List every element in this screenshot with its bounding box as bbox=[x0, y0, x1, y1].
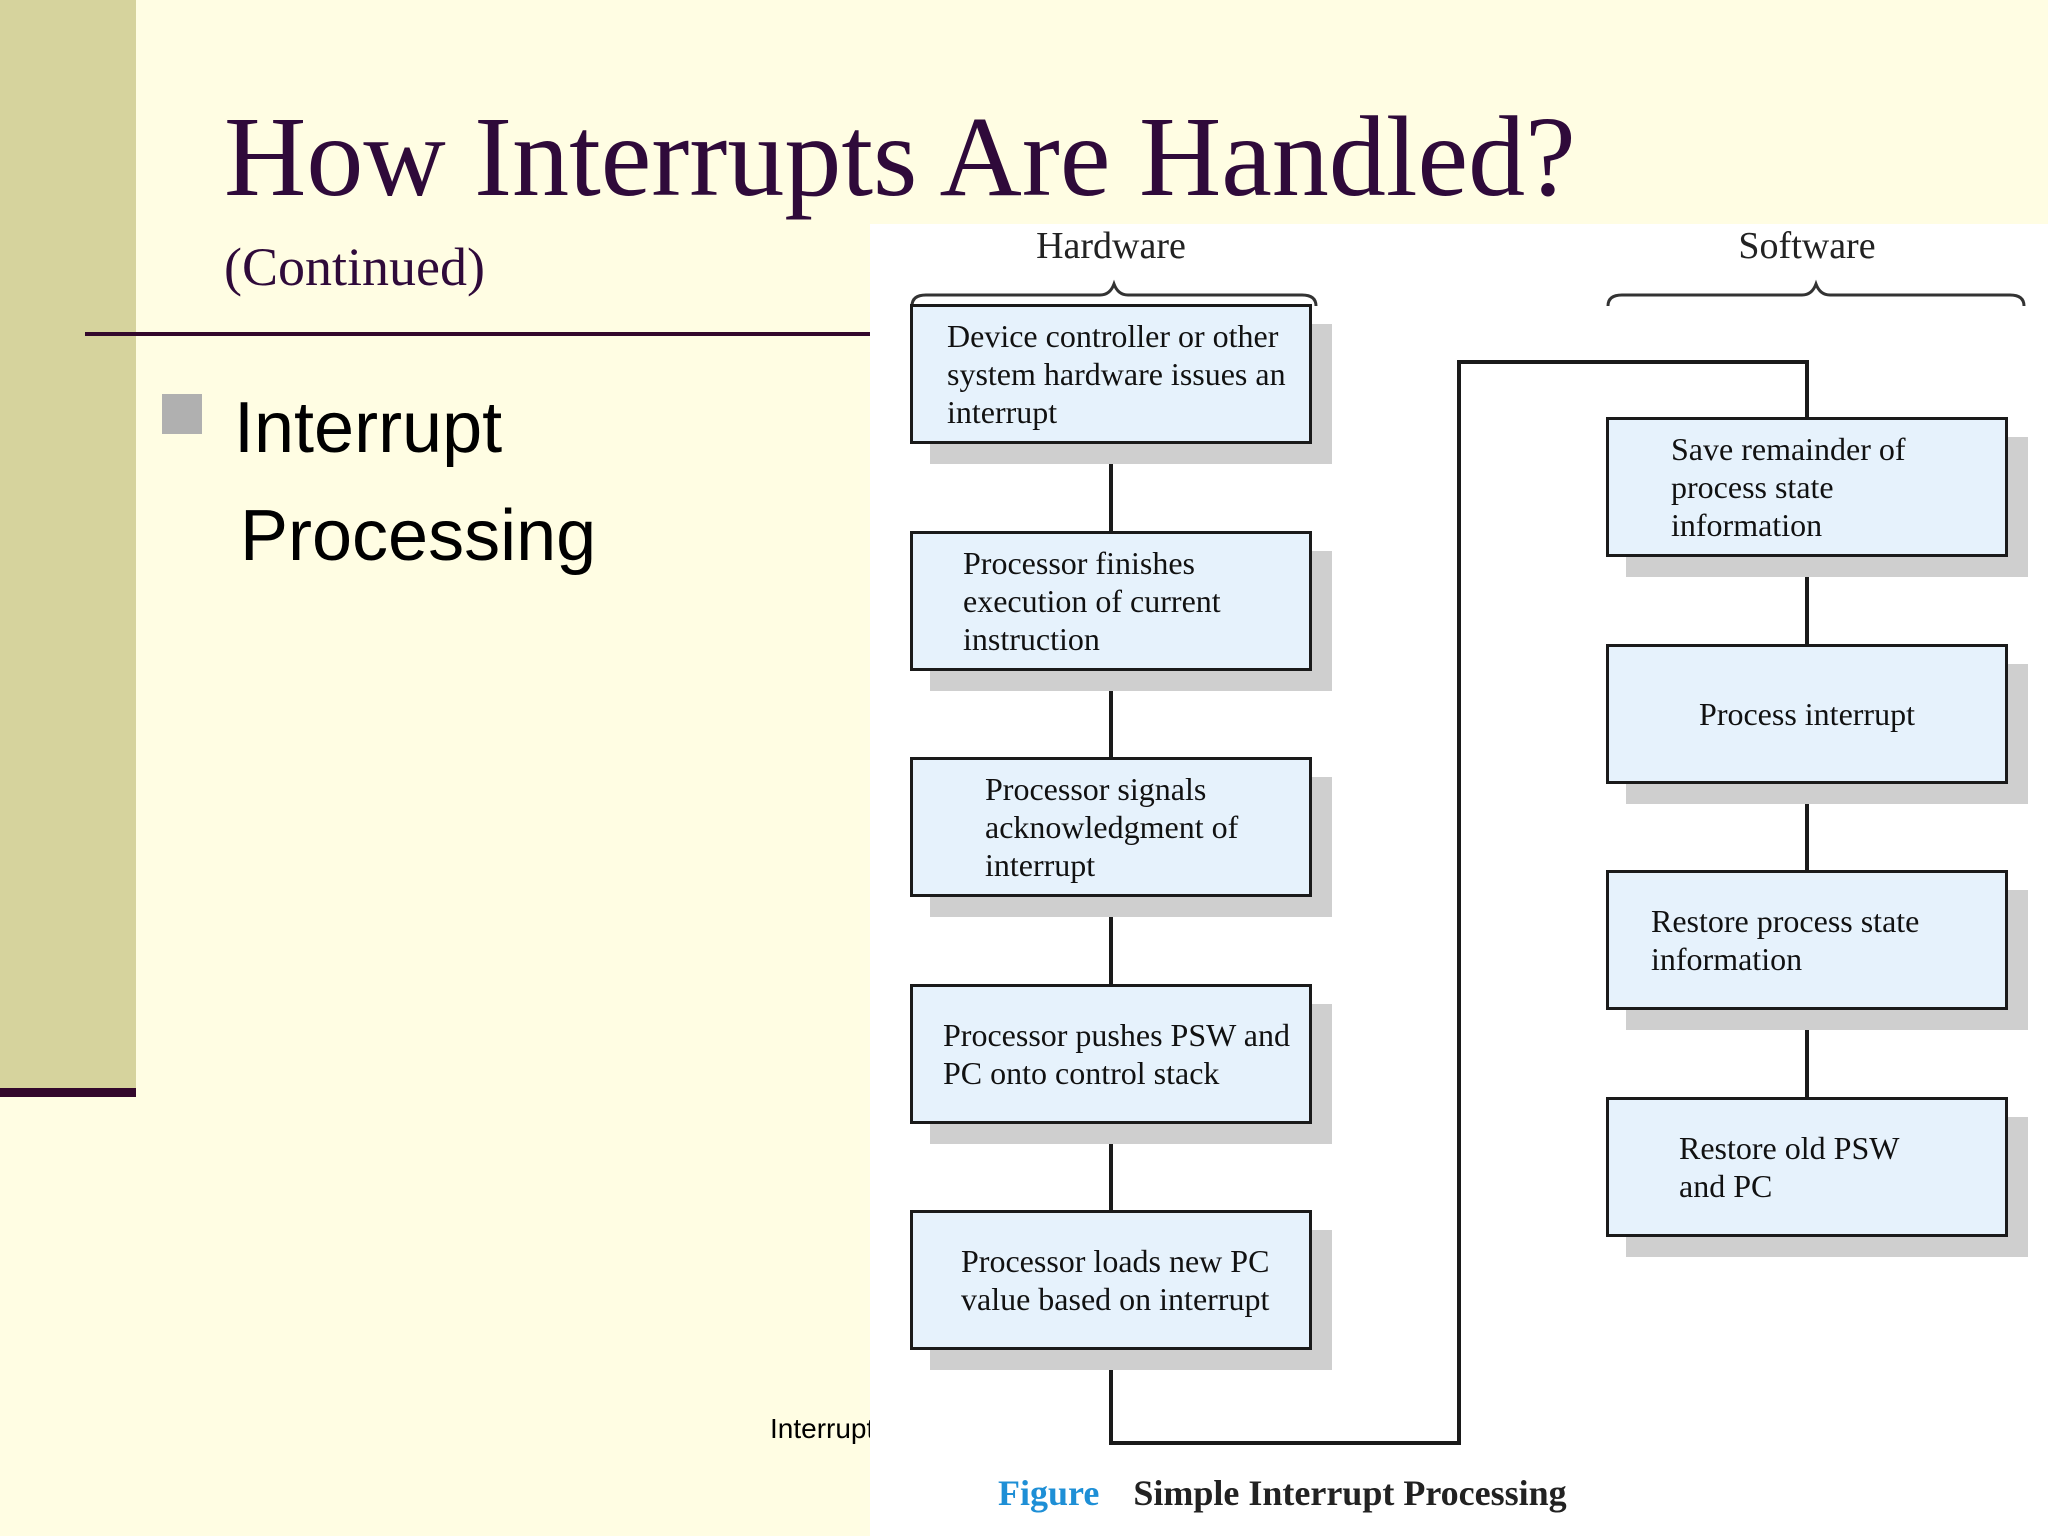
interrupt-flowchart: Hardware Software Device controller or o… bbox=[870, 224, 2048, 1536]
sw-step-3-text: Restore process state information bbox=[1651, 903, 1920, 977]
hw-step-3-text: Processor signals acknowledgment of inte… bbox=[985, 771, 1239, 883]
side-accent-rule bbox=[0, 1088, 136, 1097]
hardware-brace bbox=[910, 279, 1318, 307]
sw-step-1-box: Save remainder of process state informat… bbox=[1606, 417, 2008, 557]
slide-footer: Interrupts bbox=[770, 1413, 889, 1444]
hw-step-1-text: Device controller or other system hardwa… bbox=[947, 318, 1286, 430]
title-divider bbox=[85, 332, 915, 336]
slide-subtitle: (Continued) bbox=[224, 237, 485, 297]
bullet-square-icon bbox=[162, 394, 202, 434]
hw-step-2-text: Processor finishes execution of current … bbox=[963, 545, 1221, 657]
figure-caption: Figure Simple Interrupt Processing bbox=[998, 1472, 1567, 1514]
hw-step-4-box: Processor pushes PSW and PC onto control… bbox=[910, 984, 1312, 1124]
bullet-line-2: Processing bbox=[240, 496, 597, 576]
software-heading: Software bbox=[1738, 225, 1876, 267]
sw-step-3-box: Restore process state information bbox=[1606, 870, 2008, 1010]
connector-hw-to-sw bbox=[1109, 360, 1818, 1445]
side-accent-bar bbox=[0, 0, 136, 1088]
flowchart-connectors bbox=[910, 279, 2026, 1445]
sw-step-1-text: Save remainder of process state informat… bbox=[1671, 431, 1906, 543]
bullet-line-1: Interrupt bbox=[234, 388, 503, 468]
hw-step-3-box: Processor signals acknowledgment of inte… bbox=[910, 757, 1312, 897]
bullet-item: Interrupt Processing bbox=[234, 374, 654, 590]
hw-step-5-box: Processor loads new PC value based on in… bbox=[910, 1210, 1312, 1350]
hw-step-5-text: Processor loads new PC value based on in… bbox=[961, 1243, 1270, 1317]
hardware-heading: Hardware bbox=[1036, 225, 1186, 267]
slide-title: How Interrupts Are Handled? bbox=[224, 93, 1576, 220]
figure-caption-label: Figure bbox=[998, 1473, 1100, 1513]
software-brace bbox=[1606, 279, 2026, 307]
sw-step-2-text: Process interrupt bbox=[1699, 696, 1915, 732]
sw-step-4-box: Restore old PSW and PC bbox=[1606, 1097, 2008, 1237]
hw-step-1-box: Device controller or other system hardwa… bbox=[910, 304, 1312, 444]
hw-step-2-box: Processor finishes execution of current … bbox=[910, 531, 1312, 671]
sw-step-4-text: Restore old PSW and PC bbox=[1679, 1130, 1899, 1204]
sw-step-2-box: Process interrupt bbox=[1606, 644, 2008, 784]
hw-step-4-text: Processor pushes PSW and PC onto control… bbox=[943, 1017, 1290, 1091]
figure-caption-title: Simple Interrupt Processing bbox=[1133, 1473, 1567, 1513]
